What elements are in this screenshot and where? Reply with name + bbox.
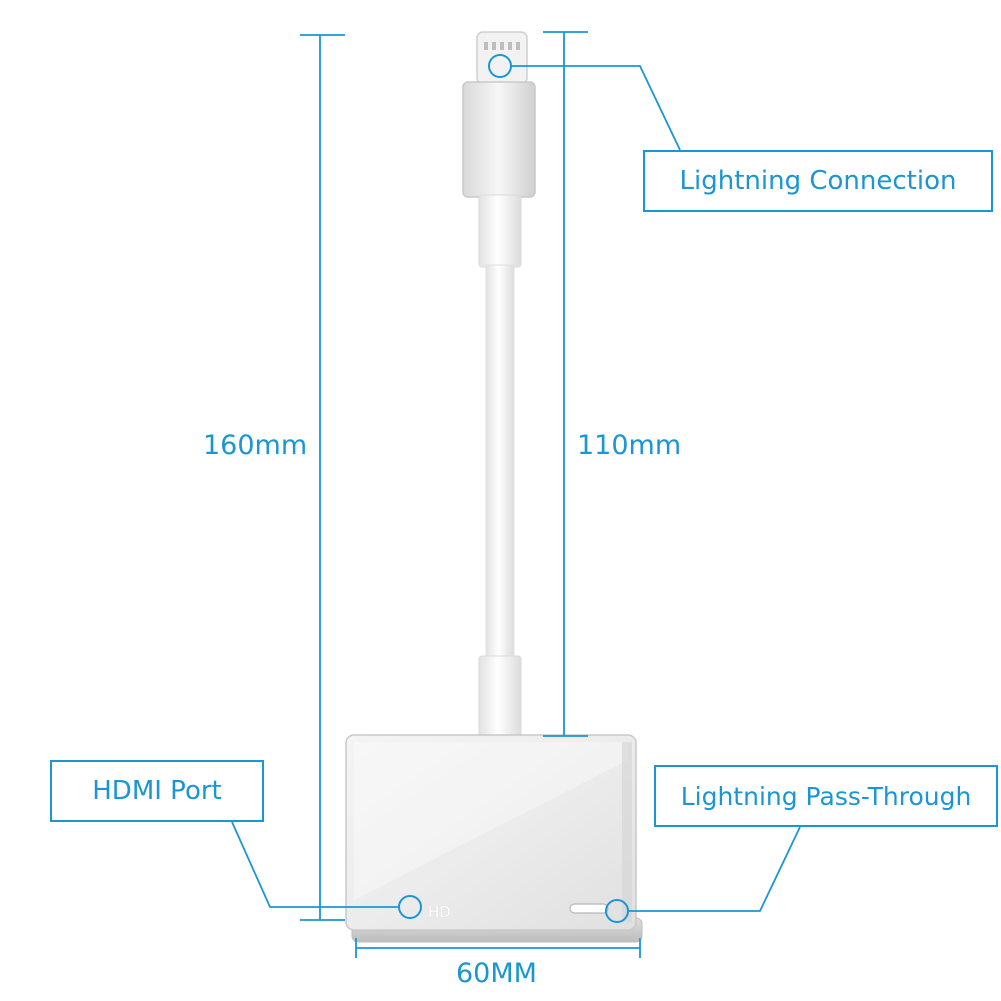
- lower-strain-relief: [478, 655, 522, 737]
- dimension-line-160mm: [300, 34, 345, 921]
- leader-lines: [231, 65, 801, 912]
- cable-length-dimension: 110mm: [577, 430, 682, 461]
- cable: [485, 264, 515, 661]
- upper-strain-relief: [478, 194, 522, 268]
- adapter-body: [345, 734, 643, 943]
- hdmi-port-label: HDMI Port: [92, 776, 222, 806]
- lightning-connection-callout: Lightning Connection: [643, 150, 993, 212]
- hd-port-label: HD: [428, 903, 451, 921]
- hdmi-port-callout: HDMI Port: [50, 760, 264, 822]
- lightning-pass-through-label: Lightning Pass-Through: [680, 781, 972, 811]
- lightning-port-slot: [569, 903, 609, 914]
- dimension-line-60mm: [355, 938, 641, 958]
- lightning-connection-label: Lightning Connection: [679, 166, 957, 196]
- width-dimension: 60MM: [456, 958, 537, 989]
- total-height-dimension: 160mm: [203, 430, 308, 461]
- lightning-pass-through-callout: Lightning Pass-Through: [654, 765, 998, 827]
- dimension-line-110mm: [543, 31, 588, 737]
- lightning-plug-housing: [462, 81, 536, 198]
